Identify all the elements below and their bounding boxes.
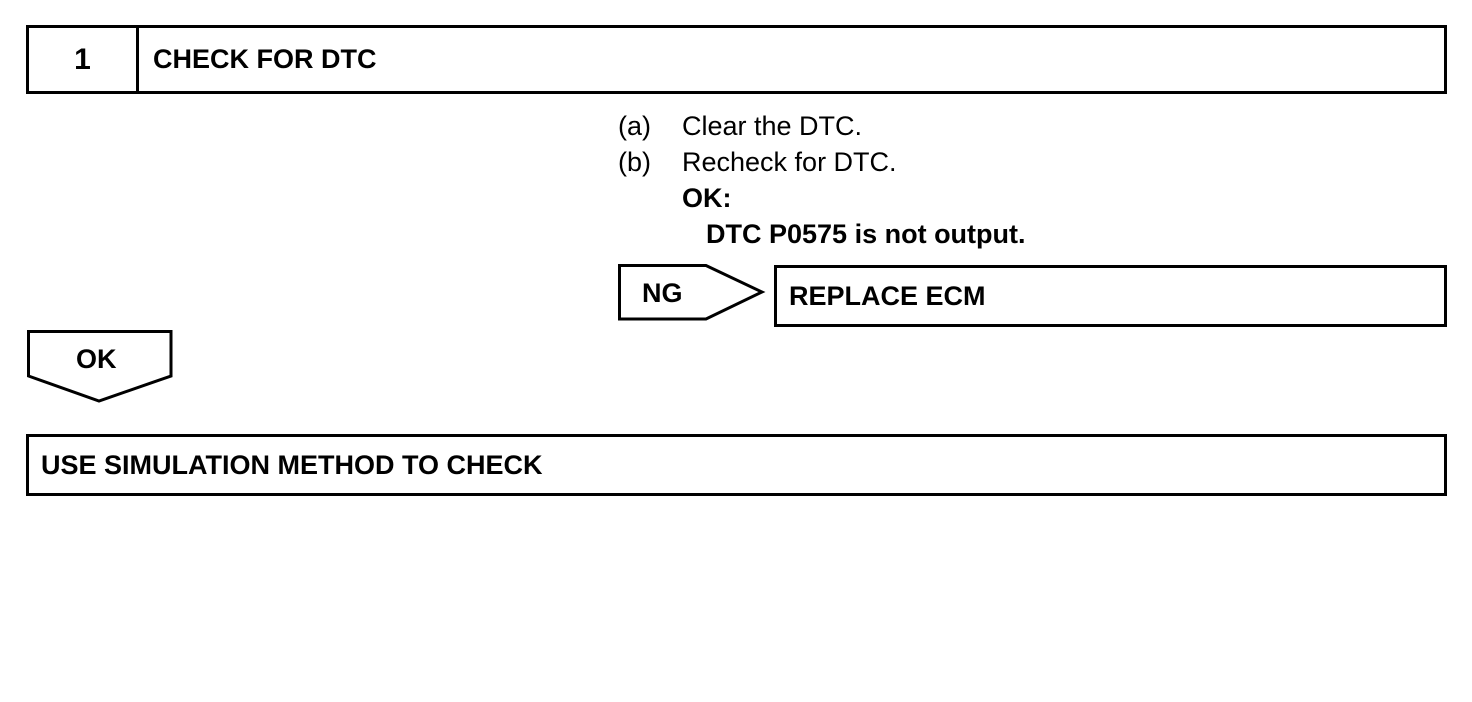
instruction-text: Recheck for DTC. <box>682 147 897 177</box>
ok-arrow-shape <box>27 330 173 403</box>
ok-label: OK <box>76 344 117 374</box>
ng-action-text: REPLACE ECM <box>789 280 986 311</box>
ok-action-text: USE SIMULATION METHOD TO CHECK <box>41 449 543 480</box>
instructions: (a) Clear the DTC. (b) Recheck for DTC. … <box>618 108 1026 252</box>
ok-condition-label: OK: <box>682 183 732 213</box>
instruction-item: (a) Clear the DTC. <box>618 108 1026 144</box>
step-header: 1 CHECK FOR DTC <box>26 25 1447 94</box>
instruction-item: (b) Recheck for DTC. <box>618 144 1026 180</box>
instruction-tag: (a) <box>618 111 651 141</box>
instruction-tag: (b) <box>618 147 651 177</box>
ng-arrow-shape <box>618 264 766 321</box>
step-title: CHECK FOR DTC <box>153 44 377 74</box>
ok-action-box: USE SIMULATION METHOD TO CHECK <box>26 434 1447 496</box>
ng-label: NG <box>642 278 683 308</box>
instruction-text: Clear the DTC. <box>682 111 863 141</box>
ng-action-box: REPLACE ECM <box>774 265 1447 327</box>
step-number: 1 <box>29 28 139 91</box>
ok-condition-detail: DTC P0575 is not output. <box>706 219 1026 249</box>
